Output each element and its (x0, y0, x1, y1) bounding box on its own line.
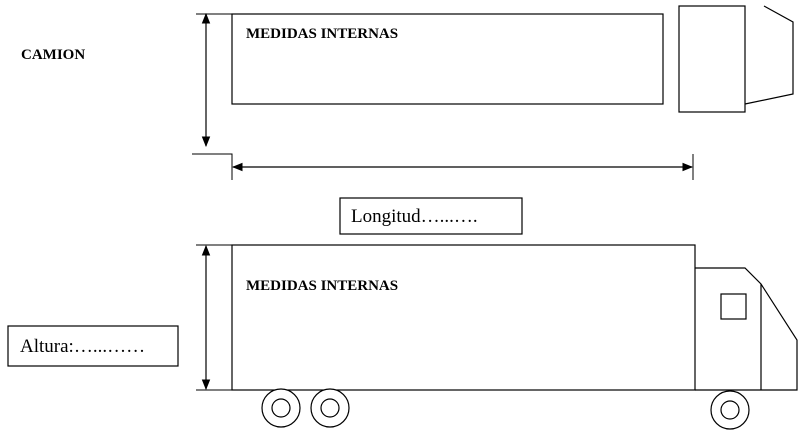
wheel-rear-2 (310, 388, 350, 428)
side-cab (695, 267, 798, 391)
length-tick-left (192, 153, 233, 180)
height-field-text: Altura:…...…… (20, 336, 145, 357)
side-view: MEDIDAS INTERNAS (196, 244, 798, 430)
top-cargo-box (231, 13, 664, 105)
height-field: Altura:…...…… (7, 325, 179, 367)
top-cargo-label: MEDIDAS INTERNAS (246, 26, 398, 42)
diagram-title: CAMION (21, 47, 85, 63)
length-field-box (339, 197, 523, 235)
top-view: MEDIDAS INTERNAS (192, 5, 794, 180)
length-field-text: Longitud…...…. (351, 206, 478, 227)
side-cargo-box (231, 244, 696, 391)
cab-window (720, 293, 747, 320)
wheel-rear-1 (261, 388, 301, 428)
wheel-front (710, 390, 750, 430)
top-cab (678, 5, 746, 113)
height-field-box (7, 325, 179, 367)
top-cab-nose (744, 5, 794, 105)
length-field: Longitud…...…. (339, 197, 523, 235)
side-cargo-label: MEDIDAS INTERNAS (246, 278, 398, 294)
